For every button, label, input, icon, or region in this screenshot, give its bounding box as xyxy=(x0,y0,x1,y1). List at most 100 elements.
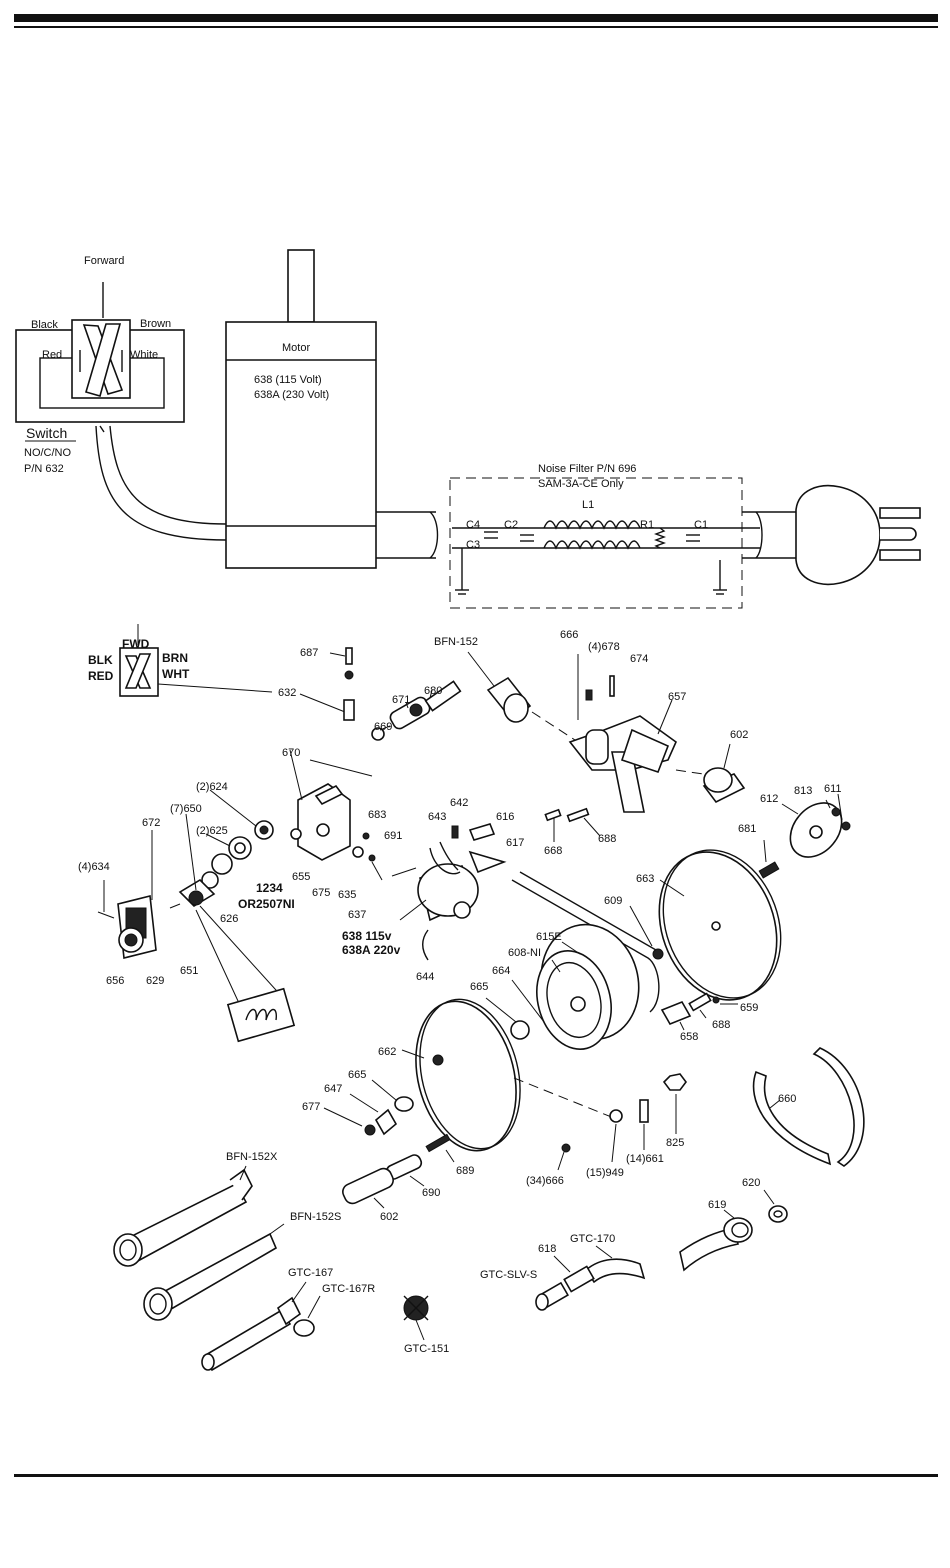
label-616: 616 xyxy=(496,811,514,823)
label-670: 670 xyxy=(282,747,300,759)
label-602b: 602 xyxy=(380,1211,398,1223)
label-15-949: (15)949 xyxy=(586,1167,624,1179)
brush-gtc151 xyxy=(403,1295,429,1341)
label-619: 619 xyxy=(708,1199,726,1211)
label-612: 612 xyxy=(760,793,778,805)
label-681: 681 xyxy=(738,823,756,835)
motor-title: Motor xyxy=(282,342,310,354)
label-gtc151: GTC-151 xyxy=(404,1343,449,1355)
svg-text:BLK: BLK xyxy=(88,653,113,667)
label-658: 658 xyxy=(680,1031,698,1043)
motor-230: 638A (230 Volt) xyxy=(254,389,329,401)
label-620: 620 xyxy=(742,1177,760,1189)
belt xyxy=(511,871,660,1013)
label-660: 660 xyxy=(778,1093,796,1105)
label-665a: 665 xyxy=(470,981,488,993)
c3-label: C3 xyxy=(466,539,480,551)
inductor-l1 xyxy=(543,520,641,550)
back-plate-662 xyxy=(415,1000,517,1152)
white-label: White xyxy=(130,349,158,361)
label-gtc170: GTC-170 xyxy=(570,1233,615,1245)
tube-gtc167 xyxy=(202,1308,292,1372)
hose-gtc170 xyxy=(584,1258,646,1284)
label-gtc167: GTC-167 xyxy=(288,1267,333,1279)
label-gtc167r: GTC-167R xyxy=(322,1283,375,1295)
top-rule-thin xyxy=(14,26,938,28)
label-608ni: 608-NI xyxy=(508,947,541,959)
filter-sub: SAM-3A-CE Only xyxy=(538,478,624,490)
resistor-r1 xyxy=(654,527,666,549)
svg-text:FWD: FWD xyxy=(122,637,150,651)
label-618: 618 xyxy=(538,1243,556,1255)
label-665b: 665 xyxy=(348,1069,366,1081)
switch-pn: P/N 632 xyxy=(24,463,64,475)
label-813: 813 xyxy=(794,785,812,797)
bottom-rule xyxy=(14,1474,938,1477)
label-625: (2)625 xyxy=(196,825,228,837)
noise-filter-box xyxy=(449,477,743,609)
black-label: Black xyxy=(31,319,58,331)
label-663: 663 xyxy=(636,873,654,885)
label-650: (7)650 xyxy=(170,803,202,815)
band-660b xyxy=(812,1047,865,1167)
label-690: 690 xyxy=(422,1187,440,1199)
forward-label: Forward xyxy=(84,255,124,267)
label-672: 672 xyxy=(142,817,160,829)
label-626: 626 xyxy=(220,913,238,925)
label-602a: 602 xyxy=(730,729,748,741)
label-638a: 638A 220v xyxy=(342,943,401,957)
label-675: 675 xyxy=(312,887,330,899)
label-634: (4)634 xyxy=(78,861,110,873)
label-bfn152: BFN-152 xyxy=(434,636,478,648)
motor-115: 638 (115 Volt) xyxy=(254,374,322,386)
label-674: 674 xyxy=(630,653,648,665)
label-bfn152s: BFN-152S xyxy=(290,1211,341,1223)
cord-upper xyxy=(95,425,227,541)
plug xyxy=(795,484,881,586)
switch-title: Switch xyxy=(26,425,67,441)
label-689: 689 xyxy=(456,1165,474,1177)
label-664: 664 xyxy=(492,965,510,977)
label-680: 680 xyxy=(424,685,442,697)
label-642: 642 xyxy=(450,797,468,809)
svg-text:RED: RED xyxy=(88,669,114,683)
label-gtc-slv-s: GTC-SLV-S xyxy=(480,1269,537,1281)
label-651: 651 xyxy=(180,965,198,977)
svg-text:BRN: BRN xyxy=(162,651,188,665)
c4-label: C4 xyxy=(466,519,480,531)
c2-label: C2 xyxy=(504,519,518,531)
label-or2507ni: OR2507NI xyxy=(238,897,295,911)
label-632: 632 xyxy=(278,687,296,699)
brown-label: Brown xyxy=(140,318,171,330)
c1-label: C1 xyxy=(694,519,708,531)
label-1234: 1234 xyxy=(256,881,283,895)
label-687: 687 xyxy=(300,647,318,659)
label-635: 635 xyxy=(338,889,356,901)
exploded-view: FWD BLK RED BRN WHT xyxy=(78,624,865,1372)
label-662: 662 xyxy=(378,1046,396,1058)
r1-label: R1 xyxy=(640,519,654,531)
hose-bfn152s xyxy=(154,1232,278,1314)
label-656: 656 xyxy=(106,975,124,987)
motor-body xyxy=(225,321,377,569)
top-rule xyxy=(14,14,938,22)
label-bfn152x: BFN-152X xyxy=(226,1151,278,1163)
label-629: 629 xyxy=(146,975,164,987)
label-825: 825 xyxy=(666,1137,684,1149)
filter-title: Noise Filter P/N 696 xyxy=(538,463,636,475)
label-666: 666 xyxy=(560,629,578,641)
label-624: (2)624 xyxy=(196,781,228,793)
label-643: 643 xyxy=(428,811,446,823)
switch-type: NO/C/NO xyxy=(24,447,72,459)
l1-label: L1 xyxy=(582,499,594,511)
label-657: 657 xyxy=(668,691,686,703)
label-14-661: (14)661 xyxy=(626,1153,664,1165)
motor-shaft xyxy=(287,249,315,323)
label-678: (4)678 xyxy=(588,641,620,653)
label-644: 644 xyxy=(416,971,434,983)
band-660a xyxy=(752,1070,832,1166)
label-609: 609 xyxy=(604,895,622,907)
label-683: 683 xyxy=(368,809,386,821)
switch-rocker-b xyxy=(85,323,122,397)
